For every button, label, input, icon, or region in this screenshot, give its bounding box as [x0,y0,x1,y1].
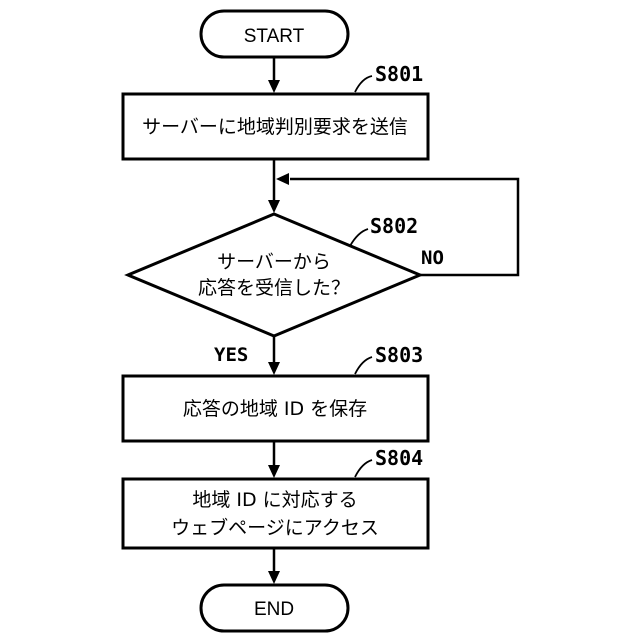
s804-text-line-2: ウェブページにアクセス [171,516,379,539]
s802-leader [350,229,368,246]
no-label: NO [421,247,444,269]
end-terminal: END [201,585,348,631]
connector-s801-to-s802 [268,159,280,213]
start-label: START [244,26,305,47]
start-terminal: START [201,11,348,57]
s802-text-line-1: サーバーから [217,251,331,273]
step-s803: 応答の地域 ID を保存 S803 [123,343,428,441]
s803-label: S803 [375,343,423,367]
step-s801: サーバーに地域判別要求を送信 S801 [123,62,428,159]
step-s804: 地域 ID に対応する ウェブページにアクセス S804 [123,446,428,548]
s804-text-line-1: 地域 ID に対応する [192,489,357,511]
s801-leader [355,76,372,92]
s804-label: S804 [375,446,423,470]
connector-s804-to-end [268,548,280,584]
s803-text: 応答の地域 ID を保存 [183,398,367,420]
connector-s803-to-s804 [268,441,280,478]
s802-label: S802 [370,214,418,238]
yes-label: YES [214,344,248,366]
connector-start-to-s801 [268,57,280,93]
s802-text-line-2: 応答を受信した？ [198,277,350,299]
s803-leader [355,357,372,374]
s801-label: S801 [375,62,423,86]
end-label: END [254,599,294,620]
connector-s802-to-s803: YES [214,336,280,375]
s801-text: サーバーに地域判別要求を送信 [142,116,408,138]
s804-leader [355,460,372,477]
step-s802: サーバーから 応答を受信した？ S802 [128,214,420,336]
